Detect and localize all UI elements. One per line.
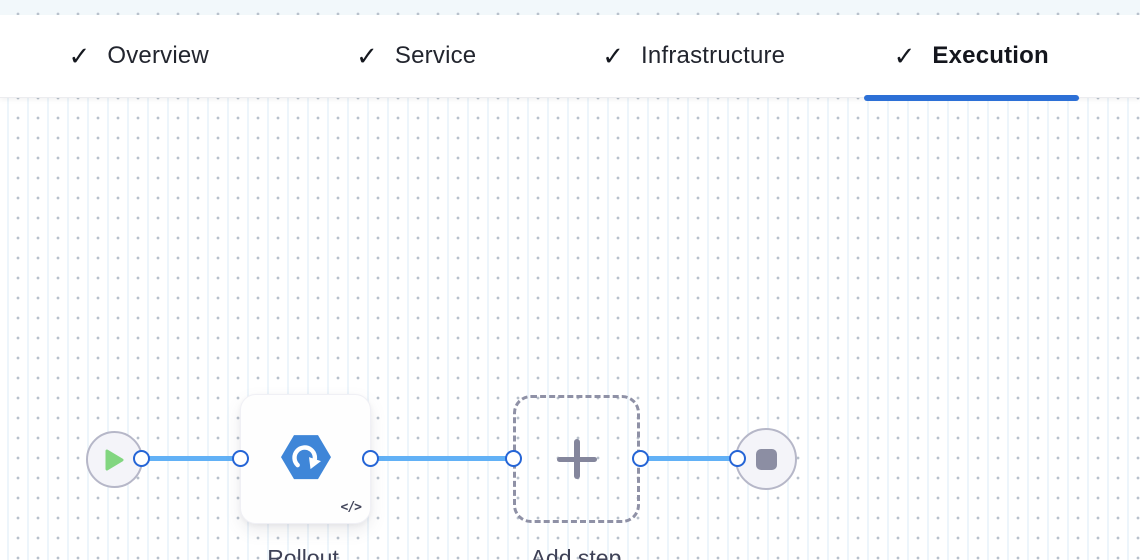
play-icon <box>105 449 124 470</box>
code-icon[interactable]: </> <box>340 500 363 515</box>
tab-overview[interactable]: ✓ Overview <box>0 15 278 97</box>
port-addstep-out[interactable] <box>632 450 649 467</box>
tab-service[interactable]: ✓ Service <box>278 15 556 97</box>
port-end-in[interactable] <box>729 450 746 467</box>
step-node-rollout-deployment[interactable]: </> <box>240 394 371 524</box>
tab-infrastructure-label: Infrastructure <box>641 42 786 69</box>
stop-icon <box>755 448 777 470</box>
check-icon: ✓ <box>893 41 916 71</box>
tab-execution-label: Execution <box>932 42 1049 69</box>
stage-tabbar: ✓ Overview ✓ Service ✓ Infrastructure ✓ … <box>0 15 1140 101</box>
tab-overview-label: Overview <box>107 42 209 69</box>
rollout-hexagon-icon <box>280 435 331 480</box>
check-icon: ✓ <box>68 41 91 71</box>
tab-infrastructure[interactable]: ✓ Infrastructure <box>555 15 833 97</box>
port-addstep-in[interactable] <box>505 450 522 467</box>
check-icon: ✓ <box>602 41 625 71</box>
check-icon: ✓ <box>356 41 378 71</box>
end-node[interactable] <box>735 428 797 490</box>
pipeline-canvas[interactable]: </> Rollout Deployment Add step <box>0 97 1140 560</box>
add-step-label: Add step <box>530 545 622 560</box>
connector-edge <box>640 456 738 461</box>
rollout-node-label: Rollout Deployment <box>267 545 339 560</box>
port-rollout-in[interactable] <box>232 450 249 467</box>
tab-execution[interactable]: ✓ Execution <box>833 15 1111 101</box>
connector-edge <box>370 456 514 461</box>
plus-icon <box>556 439 597 479</box>
port-start-out[interactable] <box>133 450 150 467</box>
add-step-node[interactable] <box>513 395 640 523</box>
connector-edge <box>141 456 241 461</box>
canvas-top-strip <box>0 0 1140 15</box>
port-rollout-out[interactable] <box>362 450 379 467</box>
tab-service-label: Service <box>394 42 477 69</box>
